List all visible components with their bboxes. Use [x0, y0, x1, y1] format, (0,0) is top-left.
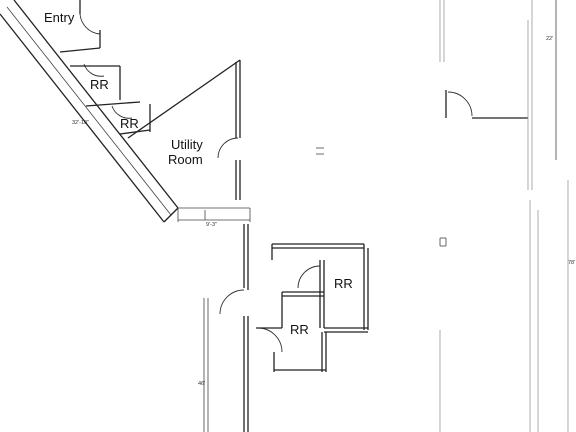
dimension-right-side: 78' [568, 260, 575, 266]
upper-restroom-walls [70, 63, 151, 135]
entry-door [59, 0, 101, 53]
dimension-diagonal-wall: 32'-10" [72, 120, 89, 126]
dimension-corridor: 46' [198, 381, 205, 387]
room-label-rr-upper-2: RR [120, 116, 139, 131]
corridor-walls [203, 224, 249, 432]
utility-room-walls [127, 59, 241, 200]
room-label-rr-upper-1: RR [90, 77, 109, 92]
room-label-rr-lower-right: RR [334, 276, 353, 291]
room-label-entry: Entry [44, 10, 75, 25]
room-label-rr-lower-left: RR [290, 322, 309, 337]
right-side-walls [316, 0, 569, 432]
opening-dimension [177, 207, 251, 222]
room-label-utility-line1: Utility [171, 137, 203, 152]
dimension-opening: 9'-3" [206, 222, 217, 228]
diagonal-exterior-wall [0, 0, 179, 223]
lower-restroom-walls [256, 243, 369, 372]
dimension-right-top: 22' [546, 36, 553, 42]
room-label-utility-line2: Room [168, 152, 203, 167]
